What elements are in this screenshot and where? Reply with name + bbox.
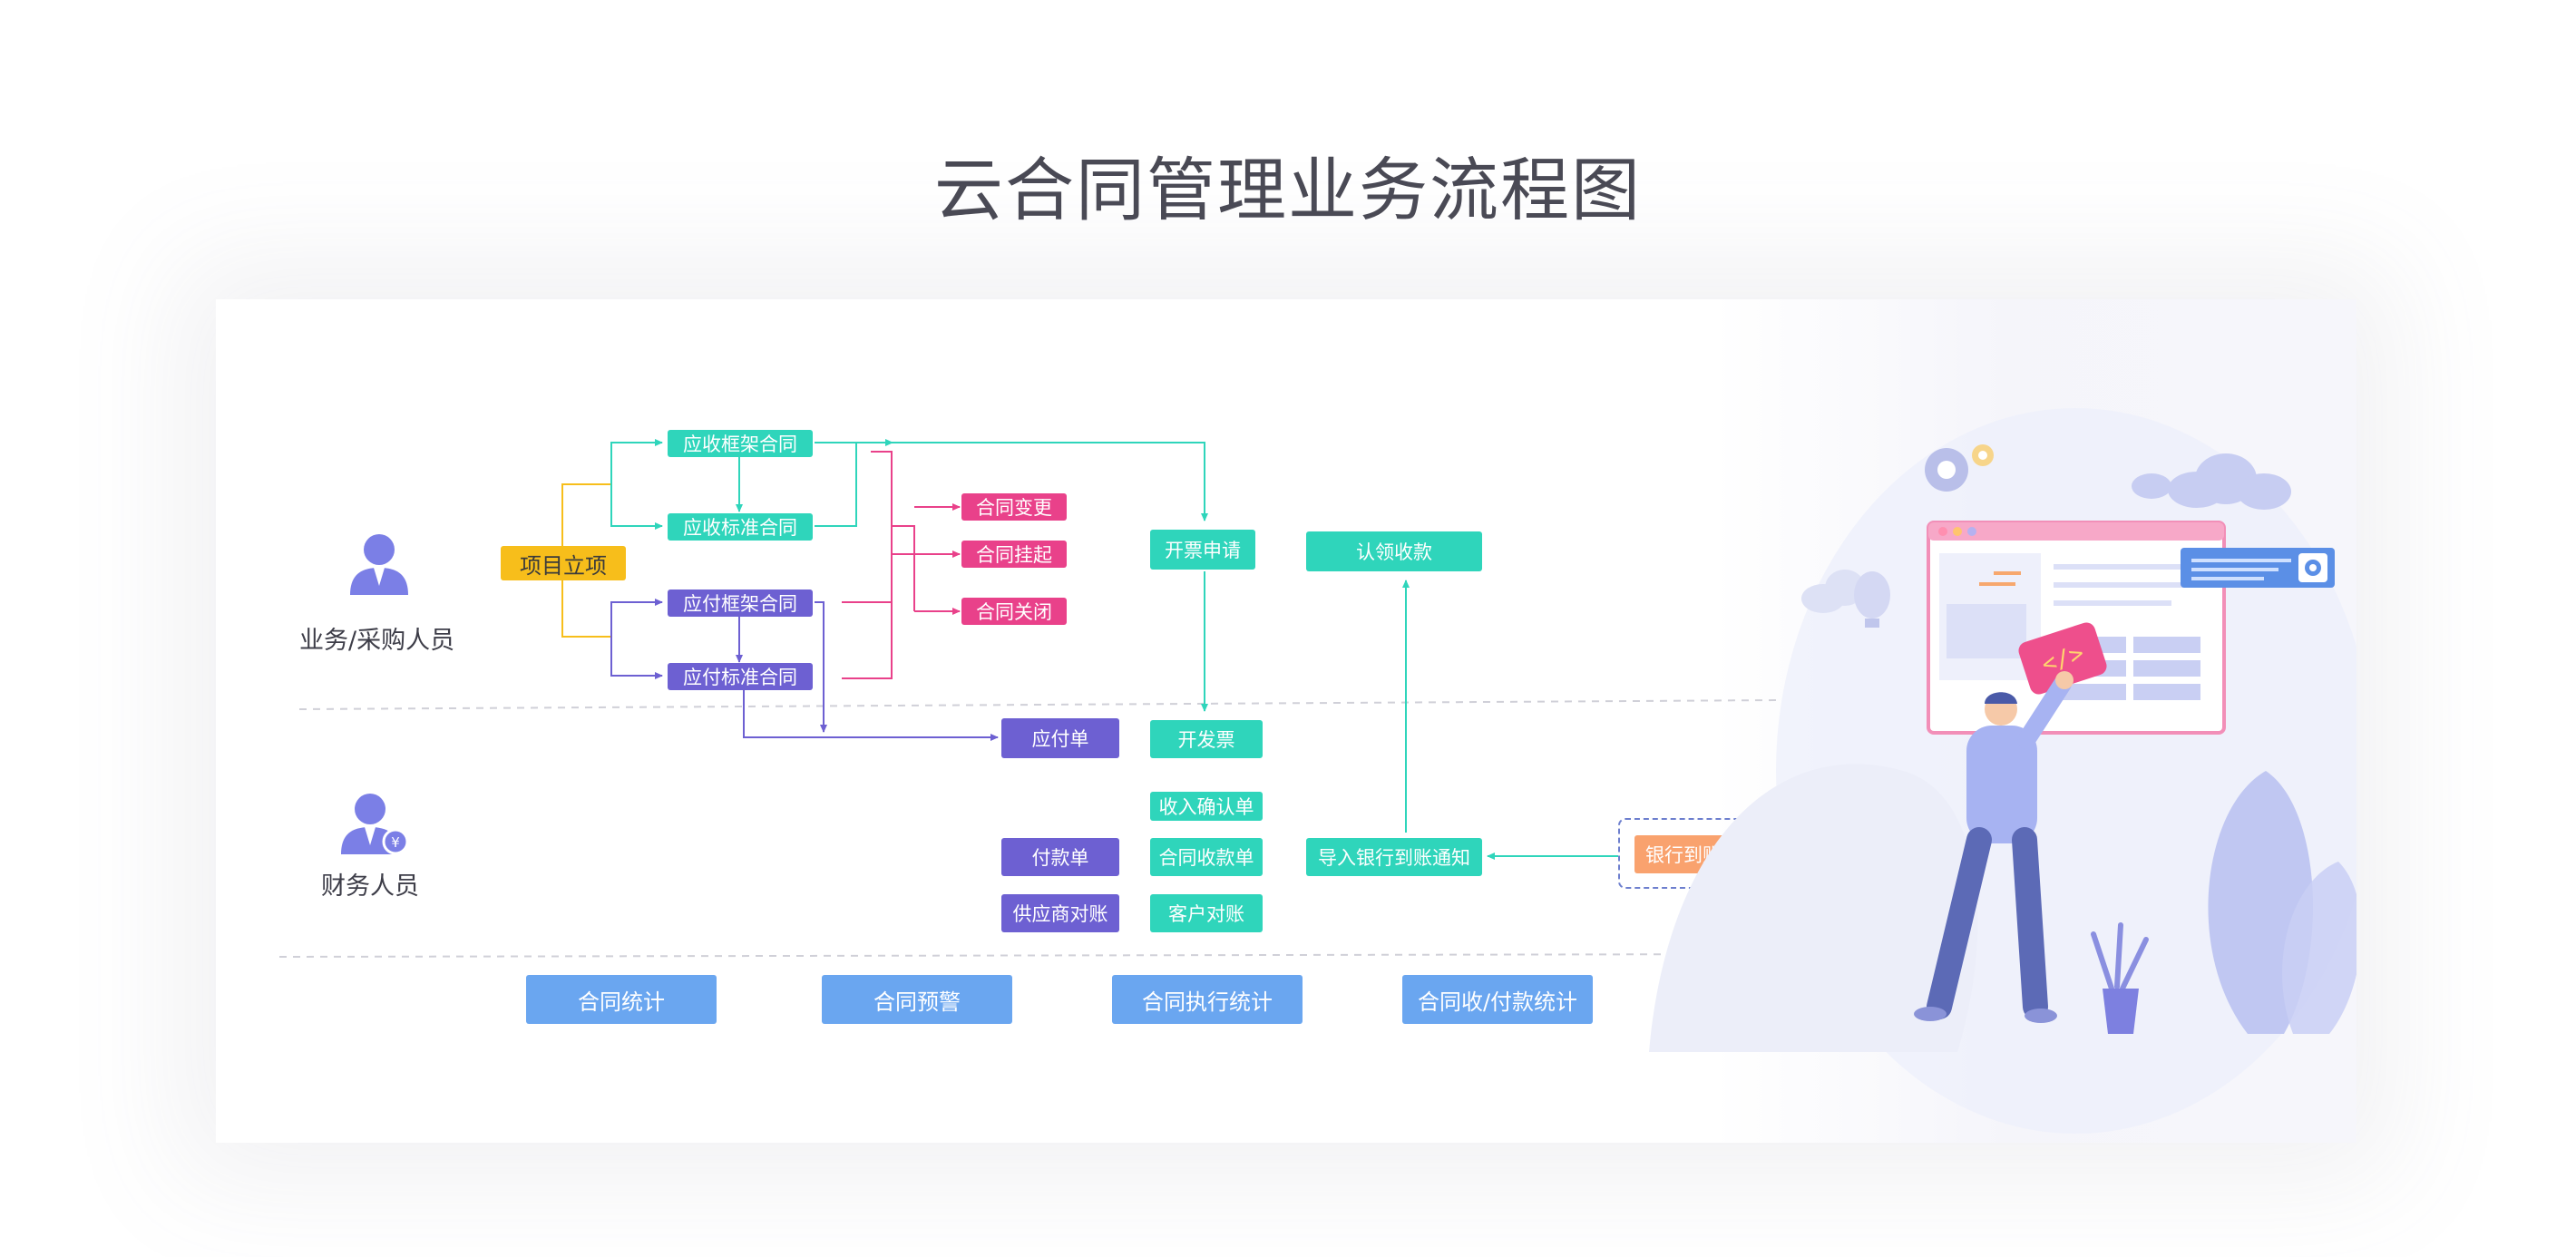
stat-payment-stats[interactable]: 合同收/付款统计 xyxy=(1402,975,1593,1024)
node-payment-bill[interactable]: 付款单 xyxy=(1001,838,1119,876)
page-title: 云合同管理业务流程图 xyxy=(934,150,1642,230)
stat-execution-stats[interactable]: 合同执行统计 xyxy=(1112,975,1303,1024)
stat-contract-warning[interactable]: 合同预警 xyxy=(822,975,1012,1024)
node-bank-flow[interactable]: 银行到账流水 xyxy=(1634,835,1771,873)
node-contract-change[interactable]: 合同变更 xyxy=(961,493,1067,521)
node-claim-receipt[interactable]: 认领收款 xyxy=(1306,531,1482,571)
node-income-confirm[interactable]: 收入确认单 xyxy=(1150,792,1263,821)
node-supplier-recon[interactable]: 供应商对账 xyxy=(1001,894,1119,932)
node-payable-std[interactable]: 应付标准合同 xyxy=(668,663,813,690)
node-customer-recon[interactable]: 客户对账 xyxy=(1150,894,1263,932)
node-invoice-apply[interactable]: 开票申请 xyxy=(1150,530,1255,570)
node-contract-close[interactable]: 合同关闭 xyxy=(961,598,1067,625)
node-payable-frame[interactable]: 应付框架合同 xyxy=(668,590,813,617)
role-finance-label: 财务人员 xyxy=(321,872,419,901)
node-import-bank[interactable]: 导入银行到账通知 xyxy=(1306,838,1482,876)
diagram-card: ¥ 业务/采购人员 财务人员 项目立项 应收框架合同 应收标准合同 应付框架合同… xyxy=(216,299,2356,1143)
node-receivable-frame[interactable]: 应收框架合同 xyxy=(668,430,813,457)
node-receivable-std[interactable]: 应收标准合同 xyxy=(668,513,813,541)
flow-connectors xyxy=(278,439,1782,958)
node-contract-suspend[interactable]: 合同挂起 xyxy=(961,541,1067,568)
node-project[interactable]: 项目立项 xyxy=(501,546,626,580)
node-payable-bill[interactable]: 应付单 xyxy=(1001,718,1119,758)
stat-contract-stats[interactable]: 合同统计 xyxy=(526,975,717,1024)
role-business-label: 业务/采购人员 xyxy=(299,627,455,655)
node-issue-invoice[interactable]: 开发票 xyxy=(1150,720,1263,758)
node-contract-receipt[interactable]: 合同收款单 xyxy=(1150,838,1263,876)
